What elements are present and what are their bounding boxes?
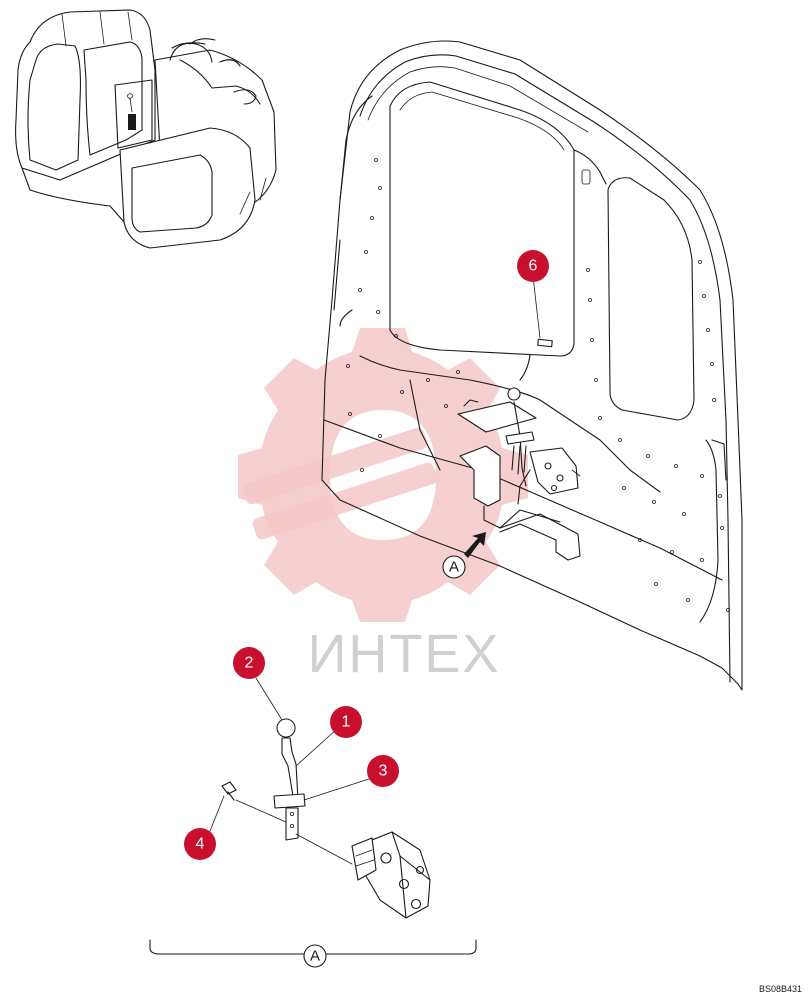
bolt	[221, 781, 237, 795]
callout-2[interactable]: 2	[233, 647, 265, 679]
svg-text:2: 2	[245, 655, 254, 672]
view-arrow-icon	[464, 532, 486, 558]
panel-holes	[346, 158, 730, 612]
leader-lines	[207, 275, 541, 837]
pilot-valve	[361, 831, 431, 919]
svg-text:A: A	[310, 948, 320, 965]
svg-text:6: 6	[529, 258, 538, 275]
callout-1[interactable]: 1	[330, 706, 362, 738]
callout-3[interactable]: 3	[367, 755, 399, 787]
excavator-overview-illustration	[15, 9, 277, 249]
watermark-gear-icon	[238, 328, 528, 622]
detail-a-illustration	[221, 718, 431, 919]
svg-text:A: A	[449, 559, 459, 576]
view-marker-a[interactable]: A	[442, 555, 466, 579]
cab-side-wall-illustration	[321, 40, 743, 691]
detail-view-label-a: A	[303, 944, 327, 968]
drawing-code: BS08B431	[758, 984, 802, 994]
clamp	[273, 793, 306, 809]
watermark-text: ИНТЕХ	[308, 624, 501, 684]
callout-6[interactable]: 6	[517, 250, 549, 282]
lever-knob	[276, 718, 296, 738]
svg-text:3: 3	[379, 763, 388, 780]
detail-a-bracket	[149, 939, 477, 955]
lever	[281, 737, 299, 803]
callout-4[interactable]: 4	[184, 828, 216, 860]
svg-text:4: 4	[196, 836, 205, 853]
svg-text:1: 1	[342, 714, 351, 731]
